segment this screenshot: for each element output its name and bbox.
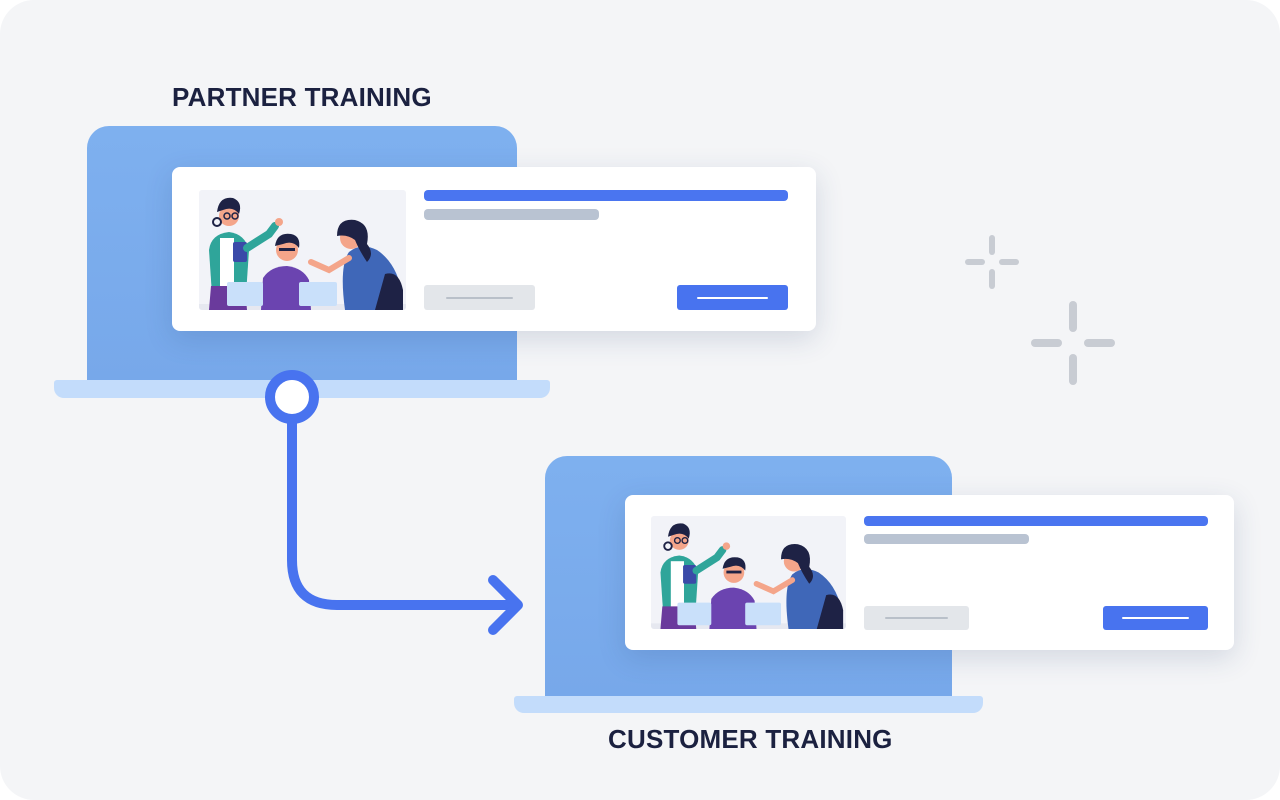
team-meeting-icon bbox=[651, 523, 846, 629]
primary-button-label-placeholder bbox=[1121, 617, 1190, 619]
secondary-button-label-placeholder bbox=[885, 617, 948, 619]
arrow-right-icon bbox=[488, 575, 523, 635]
secondary-button[interactable] bbox=[424, 285, 535, 310]
primary-button[interactable] bbox=[677, 285, 788, 310]
primary-button-label-placeholder bbox=[696, 296, 769, 299]
customer-laptop-base bbox=[514, 696, 983, 713]
sparkle-icon bbox=[1031, 301, 1115, 385]
connector-path bbox=[287, 417, 520, 610]
customer-training-card bbox=[625, 495, 1234, 650]
circle-node-icon bbox=[265, 370, 319, 424]
team-meeting-icon bbox=[199, 197, 406, 310]
primary-button[interactable] bbox=[1103, 606, 1208, 630]
partner-training-card bbox=[172, 167, 816, 331]
customer-training-heading: CUSTOMER TRAINING bbox=[608, 724, 893, 754]
sparkle-icon bbox=[965, 235, 1019, 289]
card-title-placeholder bbox=[864, 516, 1208, 526]
card-title-placeholder bbox=[424, 190, 788, 201]
partner-training-heading: PARTNER TRAINING bbox=[172, 82, 432, 112]
team-meeting-illustration bbox=[651, 516, 846, 629]
secondary-button-label-placeholder bbox=[446, 296, 513, 299]
card-subtitle-placeholder bbox=[864, 534, 1029, 544]
secondary-button[interactable] bbox=[864, 606, 969, 630]
team-meeting-illustration bbox=[199, 190, 406, 310]
card-subtitle-placeholder bbox=[424, 209, 599, 220]
